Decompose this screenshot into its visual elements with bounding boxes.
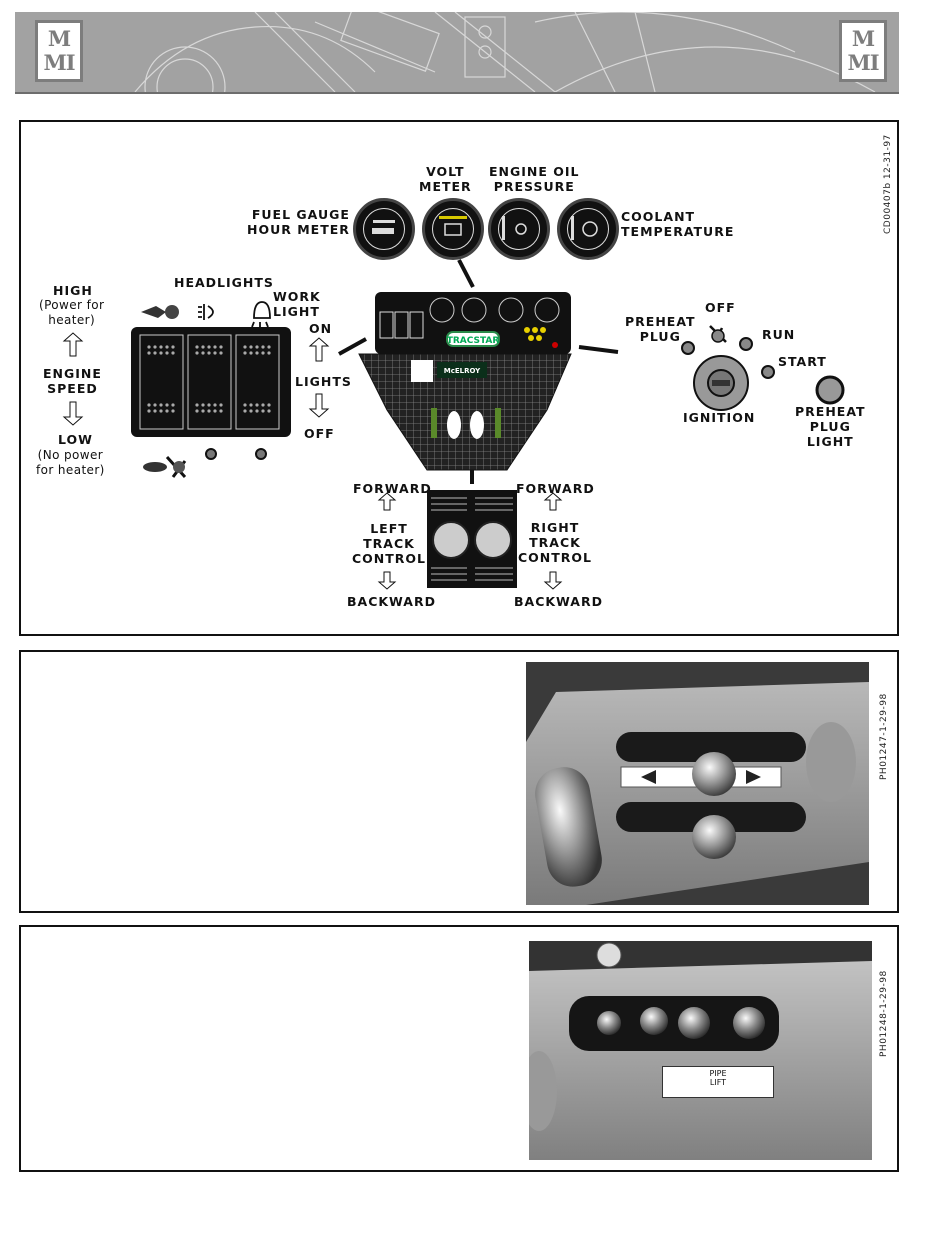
right-track-knob [474, 521, 512, 559]
photo-figure-2: PIPE LIFT PH01248-1-29-98 [19, 925, 899, 1172]
work-light-icon [251, 301, 271, 328]
preheat-light-label: PREHEAT PLUG LIGHT [795, 404, 866, 449]
right-backward-label: BACKWARD [514, 594, 603, 609]
logo-left-bottom: MI [43, 50, 75, 75]
indicator-lights [205, 448, 267, 460]
oil-pressure-label: ENGINE OIL PRESSURE [489, 164, 580, 194]
fuel-gauge-label: FUEL GAUGE HOUR METER [247, 207, 350, 237]
engine-speed-label: ENGINE SPEED [43, 366, 102, 396]
valve-photo-2: PIPE LIFT [529, 941, 872, 1160]
ignition-start-label: START [778, 354, 827, 369]
lights-label: LIGHTS [295, 374, 352, 389]
left-backward-label: BACKWARD [347, 594, 436, 609]
ignition-off-label: OFF [705, 300, 736, 315]
photo1-code: PH01247-1-29-98 [879, 693, 889, 780]
header-machine-drawing [15, 12, 899, 92]
control-panel-figure: CD00407b 12-31-97 FUEL GAUGE HOUR METER … [19, 120, 899, 636]
high-label: HIGH [53, 283, 93, 298]
fuel-gauge [353, 198, 415, 260]
right-forward-label: FORWARD [516, 481, 595, 496]
console-brand: TRACSTAR [447, 336, 500, 346]
headlights-label: HEADLIGHTS [174, 275, 274, 290]
console-maker: McELROY [444, 367, 481, 375]
right-track-label: RIGHT TRACK CONTROL [518, 520, 593, 565]
logo-left: M MI [35, 20, 83, 82]
photo-figure-1: PH01247-1-29-98 [19, 650, 899, 913]
headlight-icon [198, 304, 214, 320]
low-note: (No power for heater) [36, 448, 105, 477]
ignition-run-label: RUN [762, 327, 796, 342]
logo-right-top: M [851, 26, 875, 51]
switch-icons [141, 301, 271, 328]
preheat-plug-label: PREHEAT PLUG [625, 314, 696, 344]
lights-off-label: OFF [304, 426, 335, 441]
left-track-knob [432, 521, 470, 559]
photo2-code: PH01248-1-29-98 [879, 970, 889, 1057]
volt-meter [422, 198, 484, 260]
ignition-label: IGNITION [683, 410, 756, 425]
lights-on-label: ON [309, 321, 333, 336]
coolant-temperature-label: COOLANT TEMPERATURE [621, 209, 735, 239]
ignition-switch [681, 325, 845, 411]
oil-pressure-gauge [488, 198, 550, 260]
work-light-label: WORK LIGHT [273, 289, 321, 319]
logo-right: M MI [839, 20, 887, 82]
high-note: (Power for heater) [39, 298, 105, 327]
header-banner: M MI M MI [15, 12, 899, 94]
valve-photo-1 [526, 662, 869, 905]
pipe-lift-sticker: PIPE LIFT [662, 1066, 774, 1098]
left-track-label: LEFT TRACK CONTROL [352, 521, 427, 566]
coolant-temperature-gauge [557, 198, 619, 260]
volt-meter-label: VOLT METER [419, 164, 472, 194]
console-diagram: TRACSTAR McELROY [358, 292, 572, 471]
track-control-levers [427, 490, 517, 588]
switch-block [131, 327, 291, 437]
logo-left-top: M [47, 26, 71, 51]
logo-right-bottom: MI [847, 50, 879, 75]
low-label: LOW [58, 432, 93, 447]
rabbit-icon [141, 306, 166, 318]
left-forward-label: FORWARD [353, 481, 432, 496]
turtle-icon [143, 455, 187, 479]
